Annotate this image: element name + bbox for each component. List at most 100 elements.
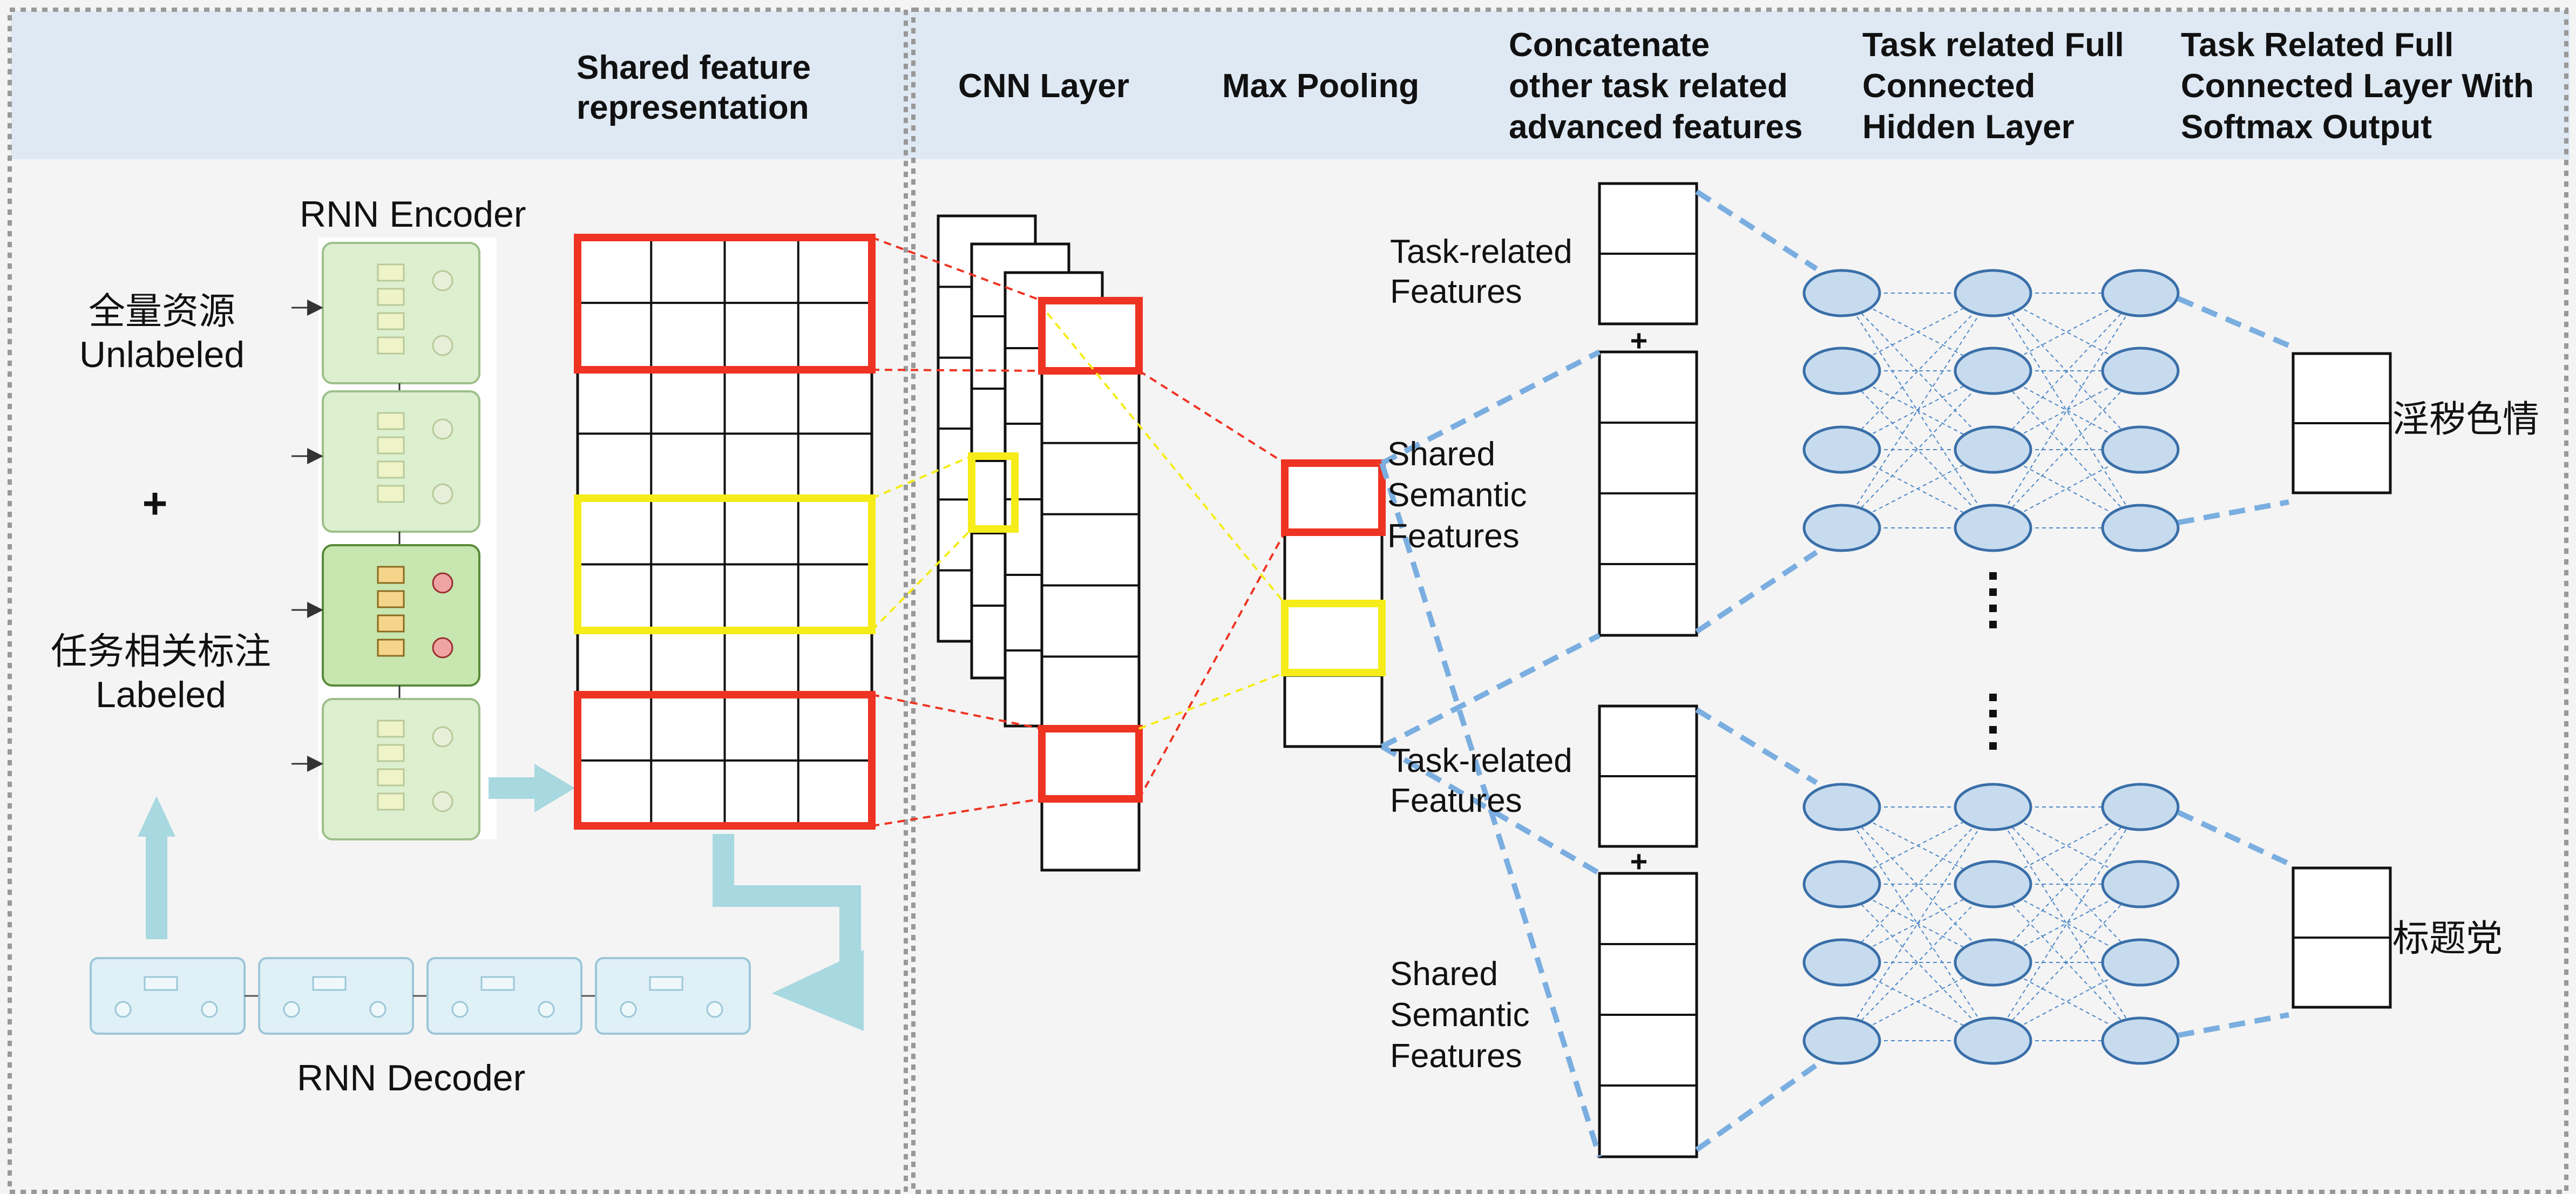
fc-input-link-top (1695, 189, 1818, 272)
neuron-bottom (1802, 860, 1881, 908)
lstm-gate (377, 288, 405, 306)
grid-highlight-red-top (574, 234, 876, 374)
fc-output-link-top (2178, 499, 2289, 525)
rnn-encoder-label: RNN Encoder (300, 194, 526, 235)
labeled-en-label: Labeled (96, 674, 226, 715)
lstm-op (432, 270, 453, 291)
grid-to-decoder-arrow (713, 834, 861, 985)
right-panel-border (911, 8, 2568, 1194)
unlabeled-en-label: Unlabeled (79, 334, 245, 375)
yellow-connector (871, 455, 972, 499)
decoder-cell (258, 957, 414, 1035)
decoder-cell (426, 957, 582, 1035)
yellow-connector (871, 528, 973, 632)
neuron-top (2101, 425, 2180, 474)
rnn-encoder-cells (292, 238, 497, 840)
decoder-op (538, 1001, 555, 1018)
lstm-gate (377, 744, 405, 762)
fully-connected-networks (1695, 189, 2290, 1152)
lstm-op (432, 637, 453, 659)
lstm-gate (377, 336, 405, 355)
neuron-bottom (1954, 783, 2032, 831)
encoder-to-grid-shaft (489, 777, 537, 799)
neuron-bottom (1954, 860, 2032, 908)
highlight-connectors (871, 236, 1286, 827)
red-connector (871, 798, 1042, 827)
neuron-top (2101, 269, 2180, 317)
output-label-top: 淫秽色情 (2392, 398, 2539, 441)
fc-edge-top (1841, 370, 1994, 528)
decoder-cell (595, 957, 751, 1035)
grid-to-decoder-head (772, 950, 864, 1031)
max-pooling-column (1281, 459, 1386, 748)
lstm-op (432, 726, 453, 748)
neuron-bottom (1802, 938, 1881, 987)
concat-dashed-link (1380, 744, 1601, 876)
header-cnn-layer: CNN Layer (958, 67, 1129, 105)
decoder-op (706, 1001, 723, 1018)
neuron-top (1802, 425, 1881, 474)
maxpool-highlight-yellow (1281, 600, 1386, 676)
fc-edge-bottom (1841, 806, 1994, 963)
lstm-op (432, 572, 453, 594)
ellipsis-dots (1989, 572, 1997, 750)
left-panel-border (8, 8, 908, 1194)
lstm-gate (377, 639, 405, 657)
decoder-cell (90, 957, 246, 1035)
neuron-bottom (2101, 1016, 2180, 1065)
red-connector (871, 236, 1042, 302)
decoder-gate (649, 976, 683, 991)
cnn-layer-stack (937, 214, 1143, 872)
red-connector (1138, 370, 1286, 464)
fc-input-link-bottom (1695, 707, 1818, 785)
output-label-bottom: 标题党 (2392, 918, 2503, 960)
lstm-gate (377, 312, 405, 330)
decoder-op (369, 1001, 387, 1018)
fc-edge-top (1841, 293, 1994, 528)
lstm-op (432, 483, 453, 505)
neuron-bottom (1954, 938, 2032, 987)
neuron-bottom (1954, 1016, 2032, 1065)
cnn-highlight-red-top (1038, 297, 1143, 375)
cnn-highlight-red-bottom (1038, 725, 1143, 803)
neuron-top (1954, 269, 2032, 317)
lstm-gate (377, 436, 405, 454)
decoder-gate (144, 976, 178, 991)
concat-dashed-link (1380, 633, 1601, 749)
grid-highlight-red-bottom (574, 691, 876, 830)
neuron-bottom (1802, 783, 1881, 831)
fc-edge-bottom (1841, 806, 1994, 1041)
decoder-gate (480, 976, 515, 991)
red-connector (1138, 532, 1286, 799)
lstm-op (432, 791, 453, 812)
labeled-cn-label: 任务相关标注 (51, 630, 271, 673)
lstm-gate (377, 412, 405, 430)
rnn-decoder-label: RNN Decoder (297, 1057, 525, 1098)
neuron-bottom (2101, 783, 2180, 831)
fc-edge-top (1992, 370, 2141, 528)
fc-output-link-bottom (2178, 1012, 2289, 1038)
neuron-bottom (2101, 860, 2180, 908)
neuron-top (1802, 504, 1881, 552)
yellow-connector (1138, 671, 1285, 730)
fc-edge-bottom (1841, 884, 1994, 1041)
red-connector (871, 369, 1042, 372)
up-arrow-head (138, 796, 175, 837)
fc-output-link-top (2177, 296, 2290, 348)
lstm-gate (377, 485, 405, 503)
lstm-op (432, 418, 453, 440)
decoder-op (201, 1001, 218, 1018)
fc-edge-bottom (1992, 806, 2141, 963)
lstm-gate (377, 768, 405, 786)
left-plus-sign: + (143, 479, 168, 527)
shared-feature-grid (574, 234, 876, 830)
neuron-top (2101, 504, 2180, 552)
cnn-highlight-yellow (968, 452, 1019, 533)
